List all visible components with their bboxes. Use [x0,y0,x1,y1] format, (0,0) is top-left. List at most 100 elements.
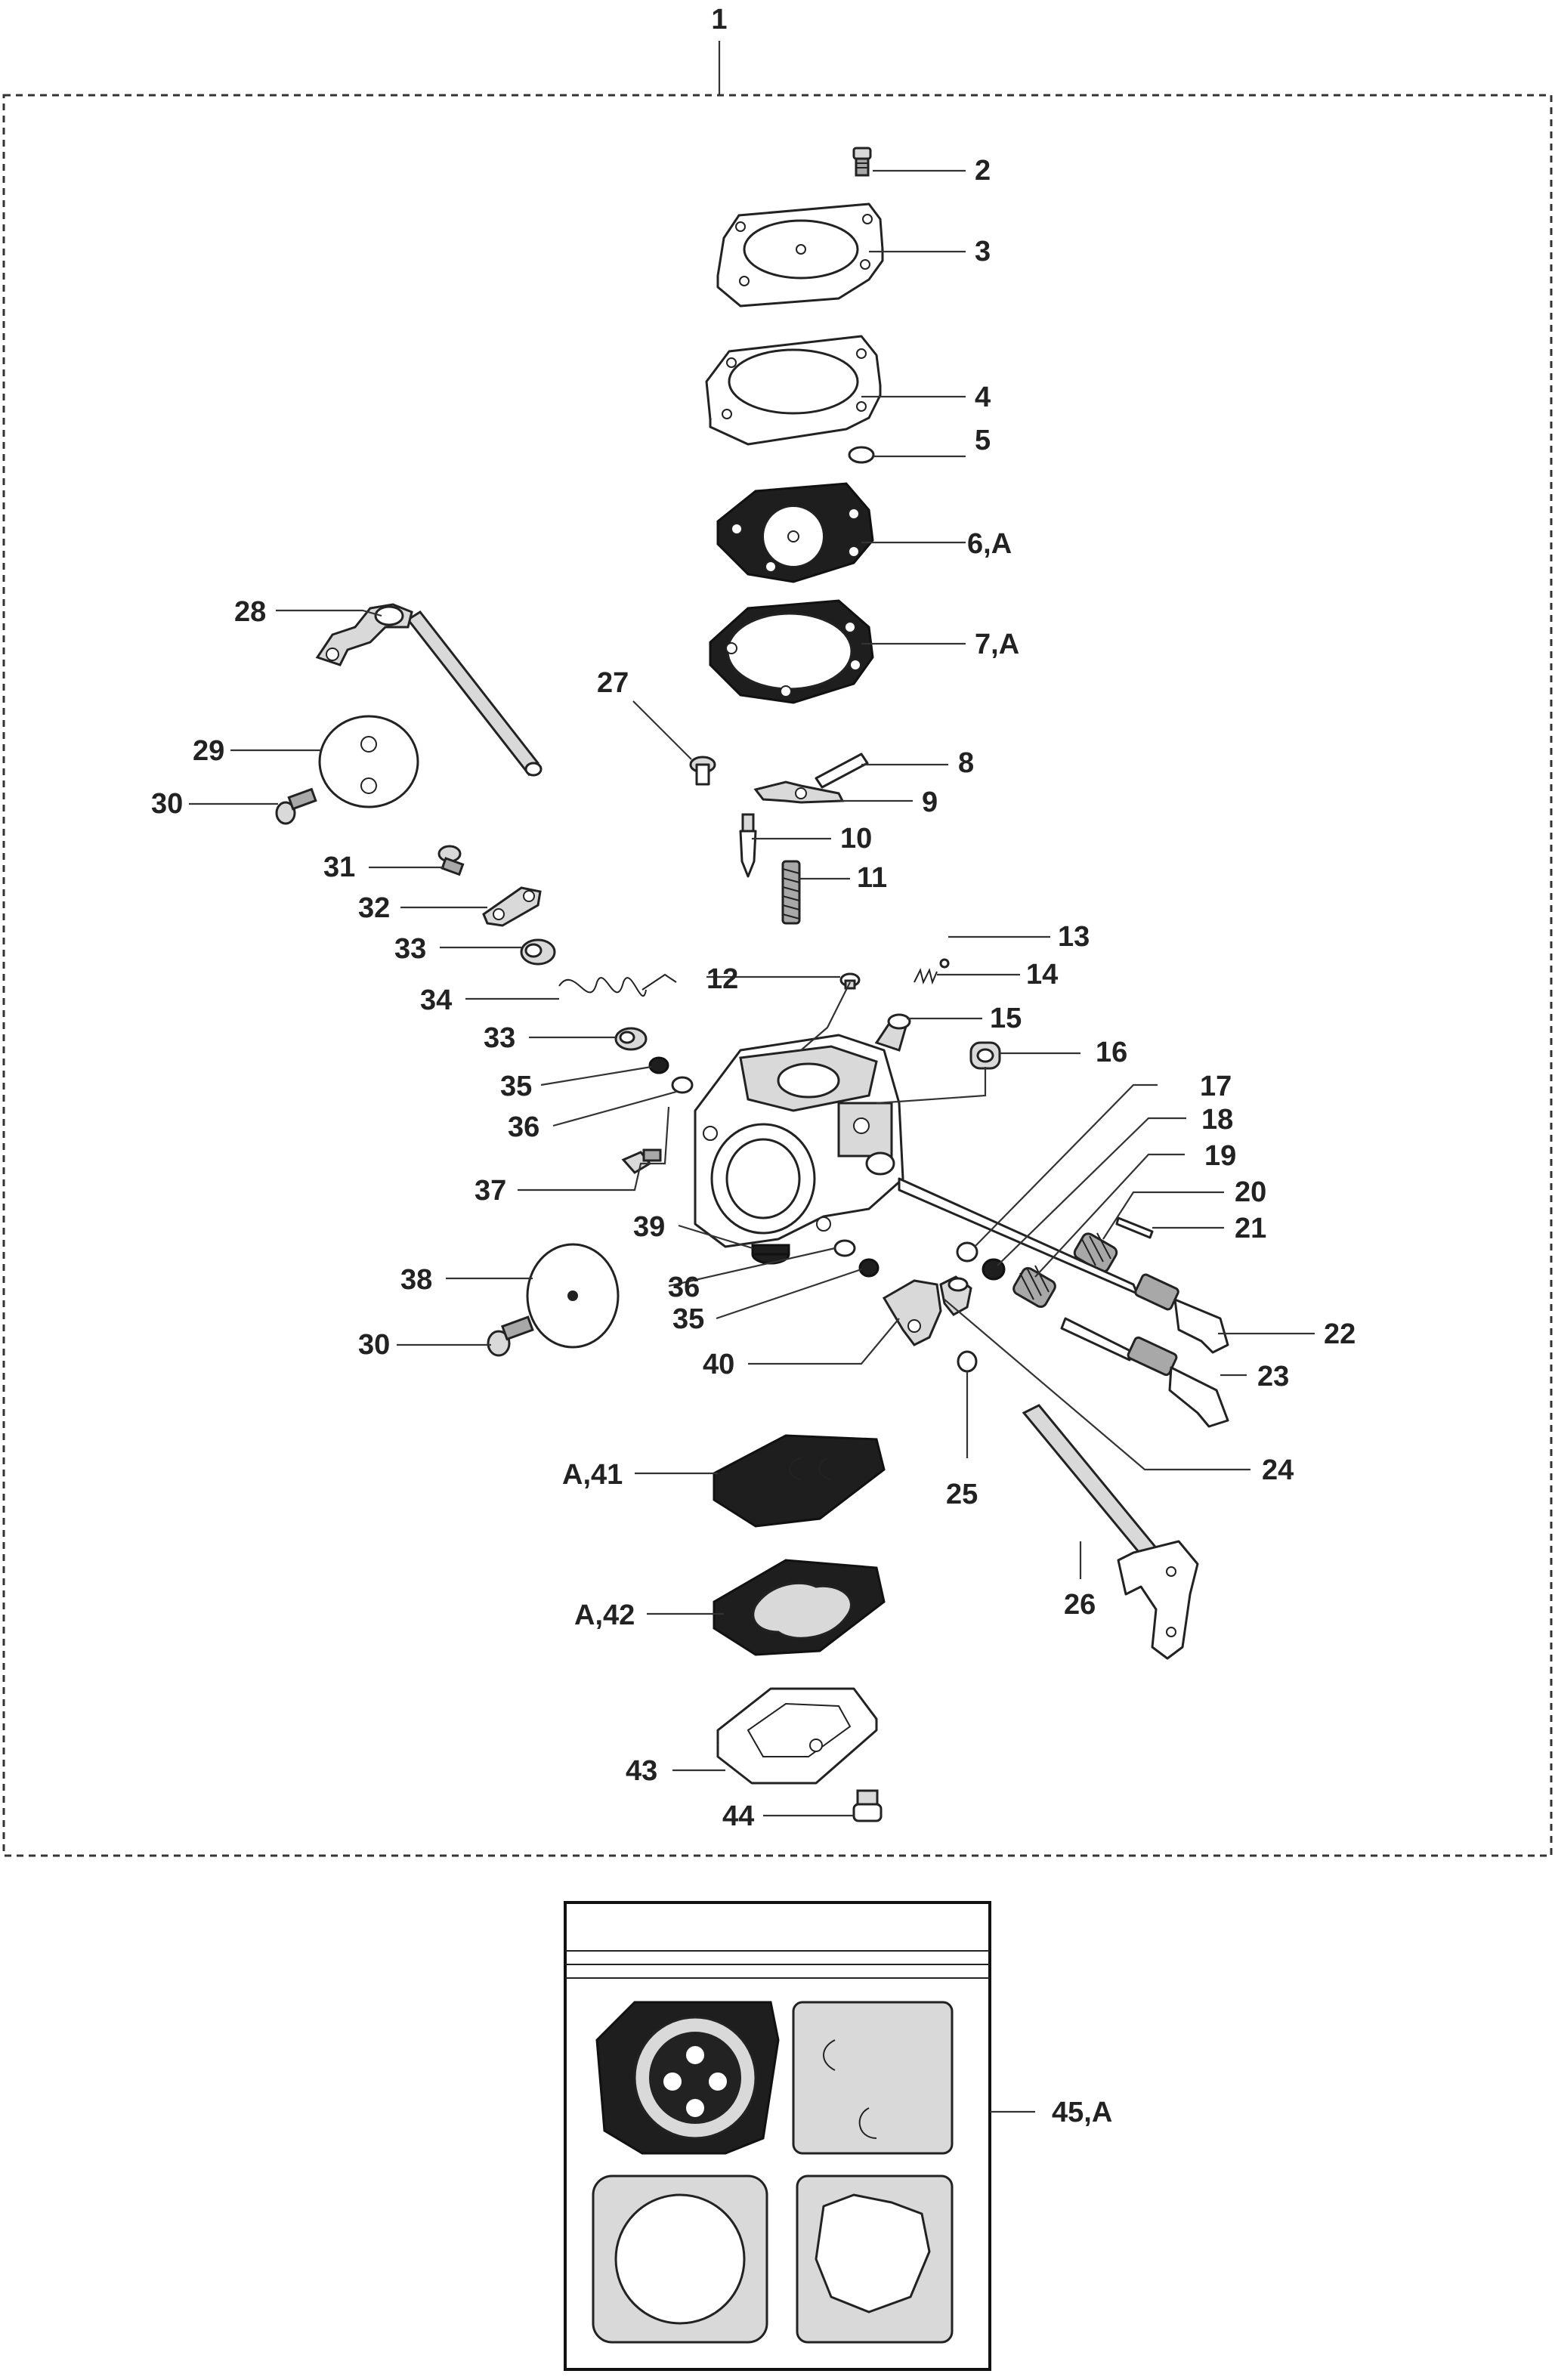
callout-33-upper[interactable]: 33 [394,933,426,965]
callout-2[interactable]: 2 [975,155,991,187]
part-36-o-ring-upper[interactable] [671,1076,694,1094]
callout-21[interactable]: 21 [1235,1213,1266,1244]
callout-16[interactable]: 16 [1096,1037,1127,1068]
callout-9[interactable]: 9 [922,787,938,818]
callout-30-upper[interactable]: 30 [151,788,183,820]
part-8-pin[interactable] [815,753,869,789]
callout-41[interactable]: A,41 [562,1459,623,1491]
part-22-needle-screw[interactable] [898,1177,1229,1354]
part-2-screw[interactable] [852,147,872,177]
part-27-screw[interactable] [689,756,716,786]
part-33-bushing-upper[interactable] [520,938,556,966]
assembly-frame [2,94,1553,1857]
callout-labels: 1 2 3 4 5 6,A 7,A 8 9 10 11 12 13 14 15 … [151,4,1356,2128]
callout-30-lower[interactable]: 30 [358,1329,390,1361]
part-25-washer[interactable] [957,1350,978,1373]
callout-20[interactable]: 20 [1235,1176,1266,1208]
callout-34[interactable]: 34 [420,984,452,1016]
callout-23[interactable]: 23 [1257,1361,1289,1392]
callout-39[interactable]: 39 [633,1211,665,1243]
part-33-bushing-lower[interactable] [614,1027,648,1051]
callout-3[interactable]: 3 [975,236,991,267]
callout-10[interactable]: 10 [840,823,872,855]
callout-29[interactable]: 29 [193,735,224,767]
callout-5[interactable]: 5 [975,425,991,456]
callout-22[interactable]: 22 [1324,1318,1356,1350]
part-4-pump-gasket[interactable] [705,335,882,446]
part-43-cover[interactable] [716,1687,878,1785]
callout-40[interactable]: 40 [703,1349,734,1380]
part-41-metering-diaphragm[interactable] [713,1434,886,1528]
part-42-gasket[interactable] [713,1559,886,1656]
callout-11[interactable]: 11 [857,862,887,894]
callout-18[interactable]: 18 [1201,1104,1233,1136]
part-24-lever[interactable] [939,1275,972,1316]
callout-33-lower[interactable]: 33 [484,1022,515,1054]
leader-lines [189,41,1315,2113]
callout-31[interactable]: 31 [323,852,355,883]
callout-36-lower[interactable]: 36 [668,1272,700,1303]
callout-35-upper[interactable]: 35 [500,1071,532,1102]
callout-27[interactable]: 27 [597,667,629,699]
part-30-screw-lower[interactable] [487,1315,534,1357]
part-11-spring[interactable] [781,860,801,925]
part-31-screw[interactable] [437,845,465,876]
callout-42[interactable]: A,42 [574,1600,635,1631]
part-28-choke-shaft[interactable] [315,603,543,777]
part-12-screw[interactable] [839,972,861,990]
part-39-plug[interactable] [751,1244,790,1265]
callout-14[interactable]: 14 [1026,959,1058,991]
part-3-pump-cover[interactable] [716,202,884,308]
part-32-lever-plate[interactable] [482,886,542,927]
callout-43[interactable]: 43 [626,1755,657,1787]
part-19-spring[interactable] [1012,1265,1058,1309]
callout-38[interactable]: 38 [400,1264,432,1296]
callout-32[interactable]: 32 [358,892,390,924]
callout-12[interactable]: 12 [706,963,738,995]
part-13-ball[interactable] [939,958,950,969]
callout-28[interactable]: 28 [234,596,266,628]
part-15-cap[interactable] [874,1013,911,1052]
callout-35-lower[interactable]: 35 [672,1303,704,1335]
part-7-gasket[interactable] [709,599,874,704]
callout-25[interactable]: 25 [946,1479,978,1510]
callout-1[interactable]: 1 [711,4,727,36]
part-26-throttle-shaft[interactable] [1022,1404,1199,1660]
callout-7[interactable]: 7,A [975,629,1019,660]
repair-kit-box[interactable] [564,1901,991,2371]
callout-4[interactable]: 4 [975,382,991,413]
part-37-screw[interactable] [621,1148,662,1174]
part-30-screw-upper[interactable] [275,787,317,825]
part-36-o-ring-lower[interactable] [833,1239,856,1257]
part-38-throttle-plate[interactable] [526,1243,620,1349]
part-16-washer[interactable] [969,1041,1001,1070]
part-40-bracket[interactable] [882,1279,942,1346]
callout-6[interactable]: 6,A [967,528,1012,560]
part-17-o-ring[interactable] [956,1241,978,1263]
part-35-washer-upper[interactable] [648,1056,669,1074]
callout-15[interactable]: 15 [990,1003,1022,1034]
part-35-washer-lower[interactable] [858,1258,880,1278]
part-5-o-ring[interactable] [848,446,875,464]
callout-44[interactable]: 44 [722,1800,754,1832]
part-23-needle-screw[interactable] [1060,1317,1229,1428]
callout-36-upper[interactable]: 36 [508,1111,539,1143]
part-6-diaphragm[interactable] [716,482,874,583]
part-14-spring[interactable] [914,968,938,985]
callout-8[interactable]: 8 [958,747,974,779]
callout-37[interactable]: 37 [475,1175,506,1207]
carburetor-body[interactable] [694,1034,904,1248]
callout-45[interactable]: 45,A [1052,2097,1112,2128]
part-29-choke-plate[interactable] [318,715,419,808]
callout-24[interactable]: 24 [1262,1454,1294,1486]
callout-26[interactable]: 26 [1064,1589,1096,1621]
callout-19[interactable]: 19 [1204,1140,1236,1172]
callout-13[interactable]: 13 [1058,921,1090,953]
callout-17[interactable]: 17 [1200,1071,1232,1102]
part-10-needle[interactable] [739,813,757,878]
part-21-pin[interactable] [1115,1216,1154,1239]
part-9-lever[interactable] [753,780,845,804]
part-34-torsion-spring[interactable] [558,973,677,997]
part-44-screw[interactable] [852,1789,883,1822]
